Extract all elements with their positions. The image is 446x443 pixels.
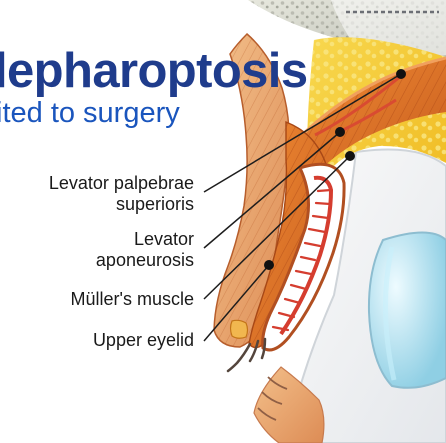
label-mullers-muscle-line-1: Müller's muscle xyxy=(0,289,194,310)
label-levator-aponeurosis-line-1: Levator xyxy=(0,229,194,250)
label-levator-aponeurosis: Levator aponeurosis xyxy=(0,229,194,271)
label-upper-eyelid-line-1: Upper eyelid xyxy=(0,330,194,351)
diagram-title: lepharoptosis xyxy=(0,47,307,96)
label-mullers-muscle: Müller's muscle xyxy=(0,289,194,310)
label-levator-aponeurosis-line-2: aponeurosis xyxy=(0,250,194,271)
label-levator-palpebrae-superioris: Levator palpebrae superioris xyxy=(0,173,194,215)
label-levator-palpebrae-superioris-line-2: superioris xyxy=(0,194,194,215)
label-upper-eyelid: Upper eyelid xyxy=(0,330,194,351)
diagram-subtitle: ited to surgery xyxy=(0,98,180,128)
label-levator-palpebrae-superioris-line-1: Levator palpebrae xyxy=(0,173,194,194)
